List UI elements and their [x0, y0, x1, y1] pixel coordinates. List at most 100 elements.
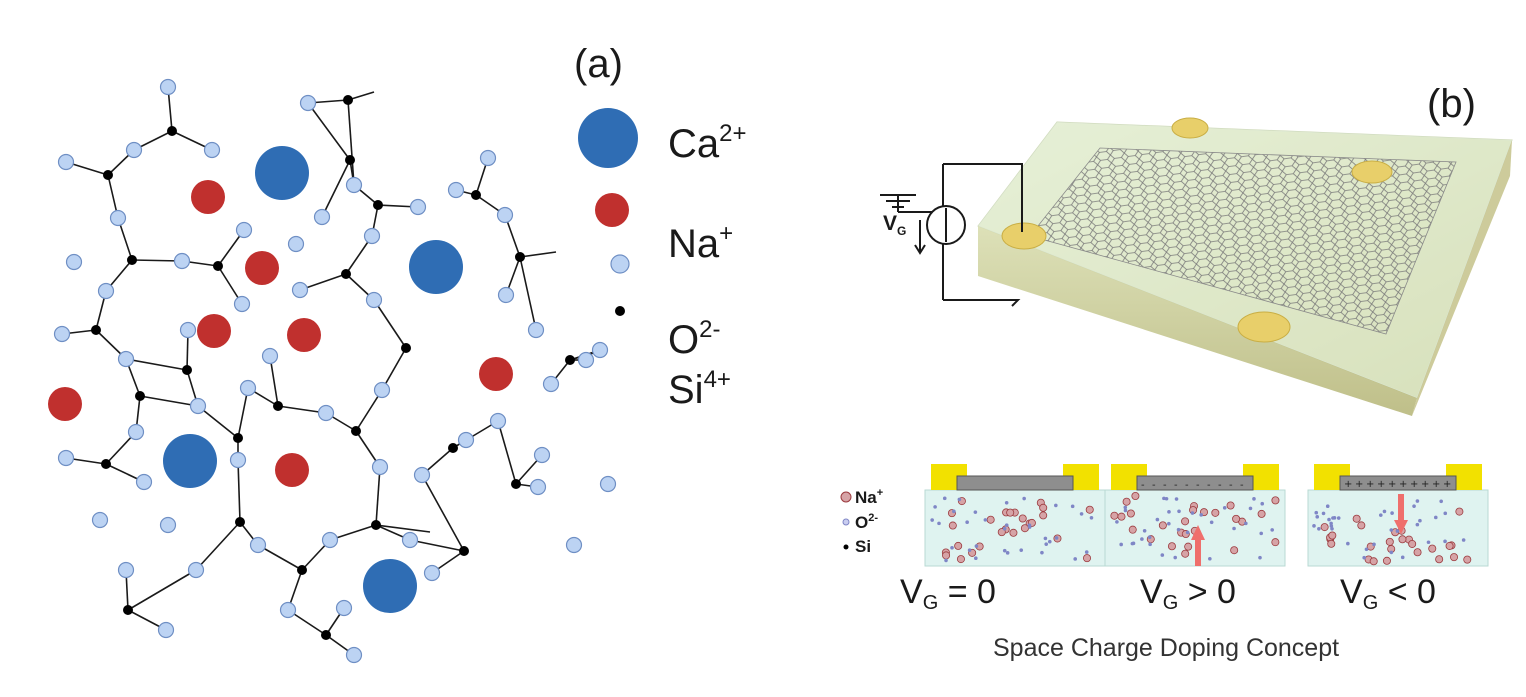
oxygen-ion: [125, 141, 143, 159]
cross-section-inset: ----------: [1104, 464, 1286, 567]
sodium-ion: [1211, 508, 1220, 517]
oxygen-ion: [239, 379, 257, 397]
si-o-bond: [269, 355, 279, 407]
oxygen-ion: [930, 518, 934, 522]
si-o-bond: [373, 299, 407, 349]
oxygen-ion: [950, 545, 954, 550]
oxygen-ion: [1252, 497, 1256, 501]
sodium-ion: [1131, 492, 1140, 501]
oxygen-ion: [1123, 508, 1128, 513]
oxygen-ion: [1040, 550, 1044, 555]
oxygen-ion: [401, 531, 419, 549]
silicon-ion: [471, 190, 481, 200]
oxygen-ion: [542, 375, 560, 393]
oxygen-ion: [1362, 555, 1366, 560]
sodium-ion: [1006, 508, 1015, 517]
oxygen-ion: [53, 325, 71, 343]
sodium-ion: [1083, 554, 1092, 563]
oxygen-ion: [127, 423, 145, 441]
si-o-bond: [197, 405, 239, 439]
sodium-ion: [948, 521, 957, 530]
silicon-ion: [565, 355, 575, 365]
sodium-ion: [954, 541, 963, 550]
oxygen-ion: [279, 601, 297, 619]
silicon-ion: [235, 517, 245, 527]
sodium-ion: [479, 357, 513, 391]
sodium-ion: [1463, 555, 1472, 564]
svg-text:-: -: [1174, 480, 1178, 491]
silicon-ion: [101, 459, 111, 469]
oxygen-ion: [363, 227, 381, 245]
oxygen-ion: [1177, 509, 1181, 514]
oxygen-ion: [974, 556, 978, 561]
inset-legend-sodium: Na+: [855, 487, 884, 507]
sodium-ion: [1184, 542, 1193, 551]
oxygen-ion: [1054, 536, 1059, 540]
oxygen-ion: [1222, 505, 1227, 510]
oxygen-ion: [1174, 497, 1179, 501]
oxygen-ion: [1372, 542, 1376, 547]
oxygen-ion: [173, 252, 191, 270]
oxygen-ion: [1433, 515, 1438, 520]
si-o-bond: [497, 420, 517, 485]
oxygen-ion: [1260, 501, 1265, 506]
silicon-ion: [341, 269, 351, 279]
oxygen-ion: [1142, 528, 1147, 533]
silicon-ion: [459, 546, 469, 556]
oxygen-ion: [1164, 496, 1169, 501]
panel-b-label: (b): [1427, 82, 1476, 126]
si-o-bond: [257, 544, 303, 571]
oxygen-ion: [577, 351, 595, 369]
oxygen-ion: [1258, 555, 1262, 560]
silicon-ion: [343, 95, 353, 105]
oxygen-ion: [933, 505, 937, 509]
legend-oxygen-icon: [842, 518, 850, 526]
svg-text:+: +: [1388, 479, 1396, 490]
oxygen-ion: [1044, 542, 1049, 546]
si-o-bond: [321, 159, 351, 218]
silicon-ion: [511, 479, 521, 489]
oxygen-ion: [1119, 542, 1123, 547]
oxygen-ion: [233, 295, 251, 313]
si-o-bond: [375, 466, 381, 526]
oxygen-ion: [413, 466, 431, 484]
oxygen-ion: [1176, 527, 1181, 532]
oxygen-ion: [57, 449, 75, 467]
oxygen-ion: [1002, 526, 1007, 531]
oxygen-ion: [1248, 506, 1253, 511]
dangling-bond: [519, 251, 557, 258]
oxygen-ion: [973, 510, 978, 514]
oxygen-ion: [1415, 499, 1420, 503]
svg-text:-: -: [1185, 480, 1189, 491]
silicon-ion: [103, 170, 113, 180]
oxygen-ion: [1148, 542, 1152, 547]
oxygen-ion: [135, 473, 153, 491]
svg-text:-: -: [1218, 480, 1222, 491]
sodium-ion: [1085, 505, 1094, 514]
state-label-zero: VG = 0: [900, 573, 996, 614]
graphene-channel: [1339, 475, 1457, 491]
oxygen-ion: [1270, 528, 1274, 532]
oxygen-ion: [565, 536, 583, 554]
sodium-ion: [986, 515, 995, 524]
oxygen-ion: [187, 561, 205, 579]
oxygen-ion: [409, 198, 427, 216]
silicon-ion: [373, 200, 383, 210]
oxygen-ion: [1004, 500, 1009, 505]
oxygen-ion: [157, 621, 175, 639]
oxygen-ion: [1426, 540, 1431, 545]
oxygen-ion: [159, 516, 177, 534]
oxygen-ion: [1162, 496, 1166, 501]
oxygen-ion: [179, 321, 197, 339]
si-o-bond: [409, 539, 465, 552]
legend-sodium-label: Na+: [668, 220, 734, 266]
calcium-ion: [363, 559, 417, 613]
oxygen-ion: [942, 496, 947, 501]
sodium-ion: [1230, 546, 1239, 555]
sodium-ion: [1039, 511, 1048, 520]
oxygen-ion: [159, 78, 177, 96]
oxygen-ion: [974, 544, 979, 548]
svg-text:-: -: [1163, 480, 1167, 491]
oxygen-ion: [261, 347, 279, 365]
oxygen-ion: [1115, 520, 1119, 524]
